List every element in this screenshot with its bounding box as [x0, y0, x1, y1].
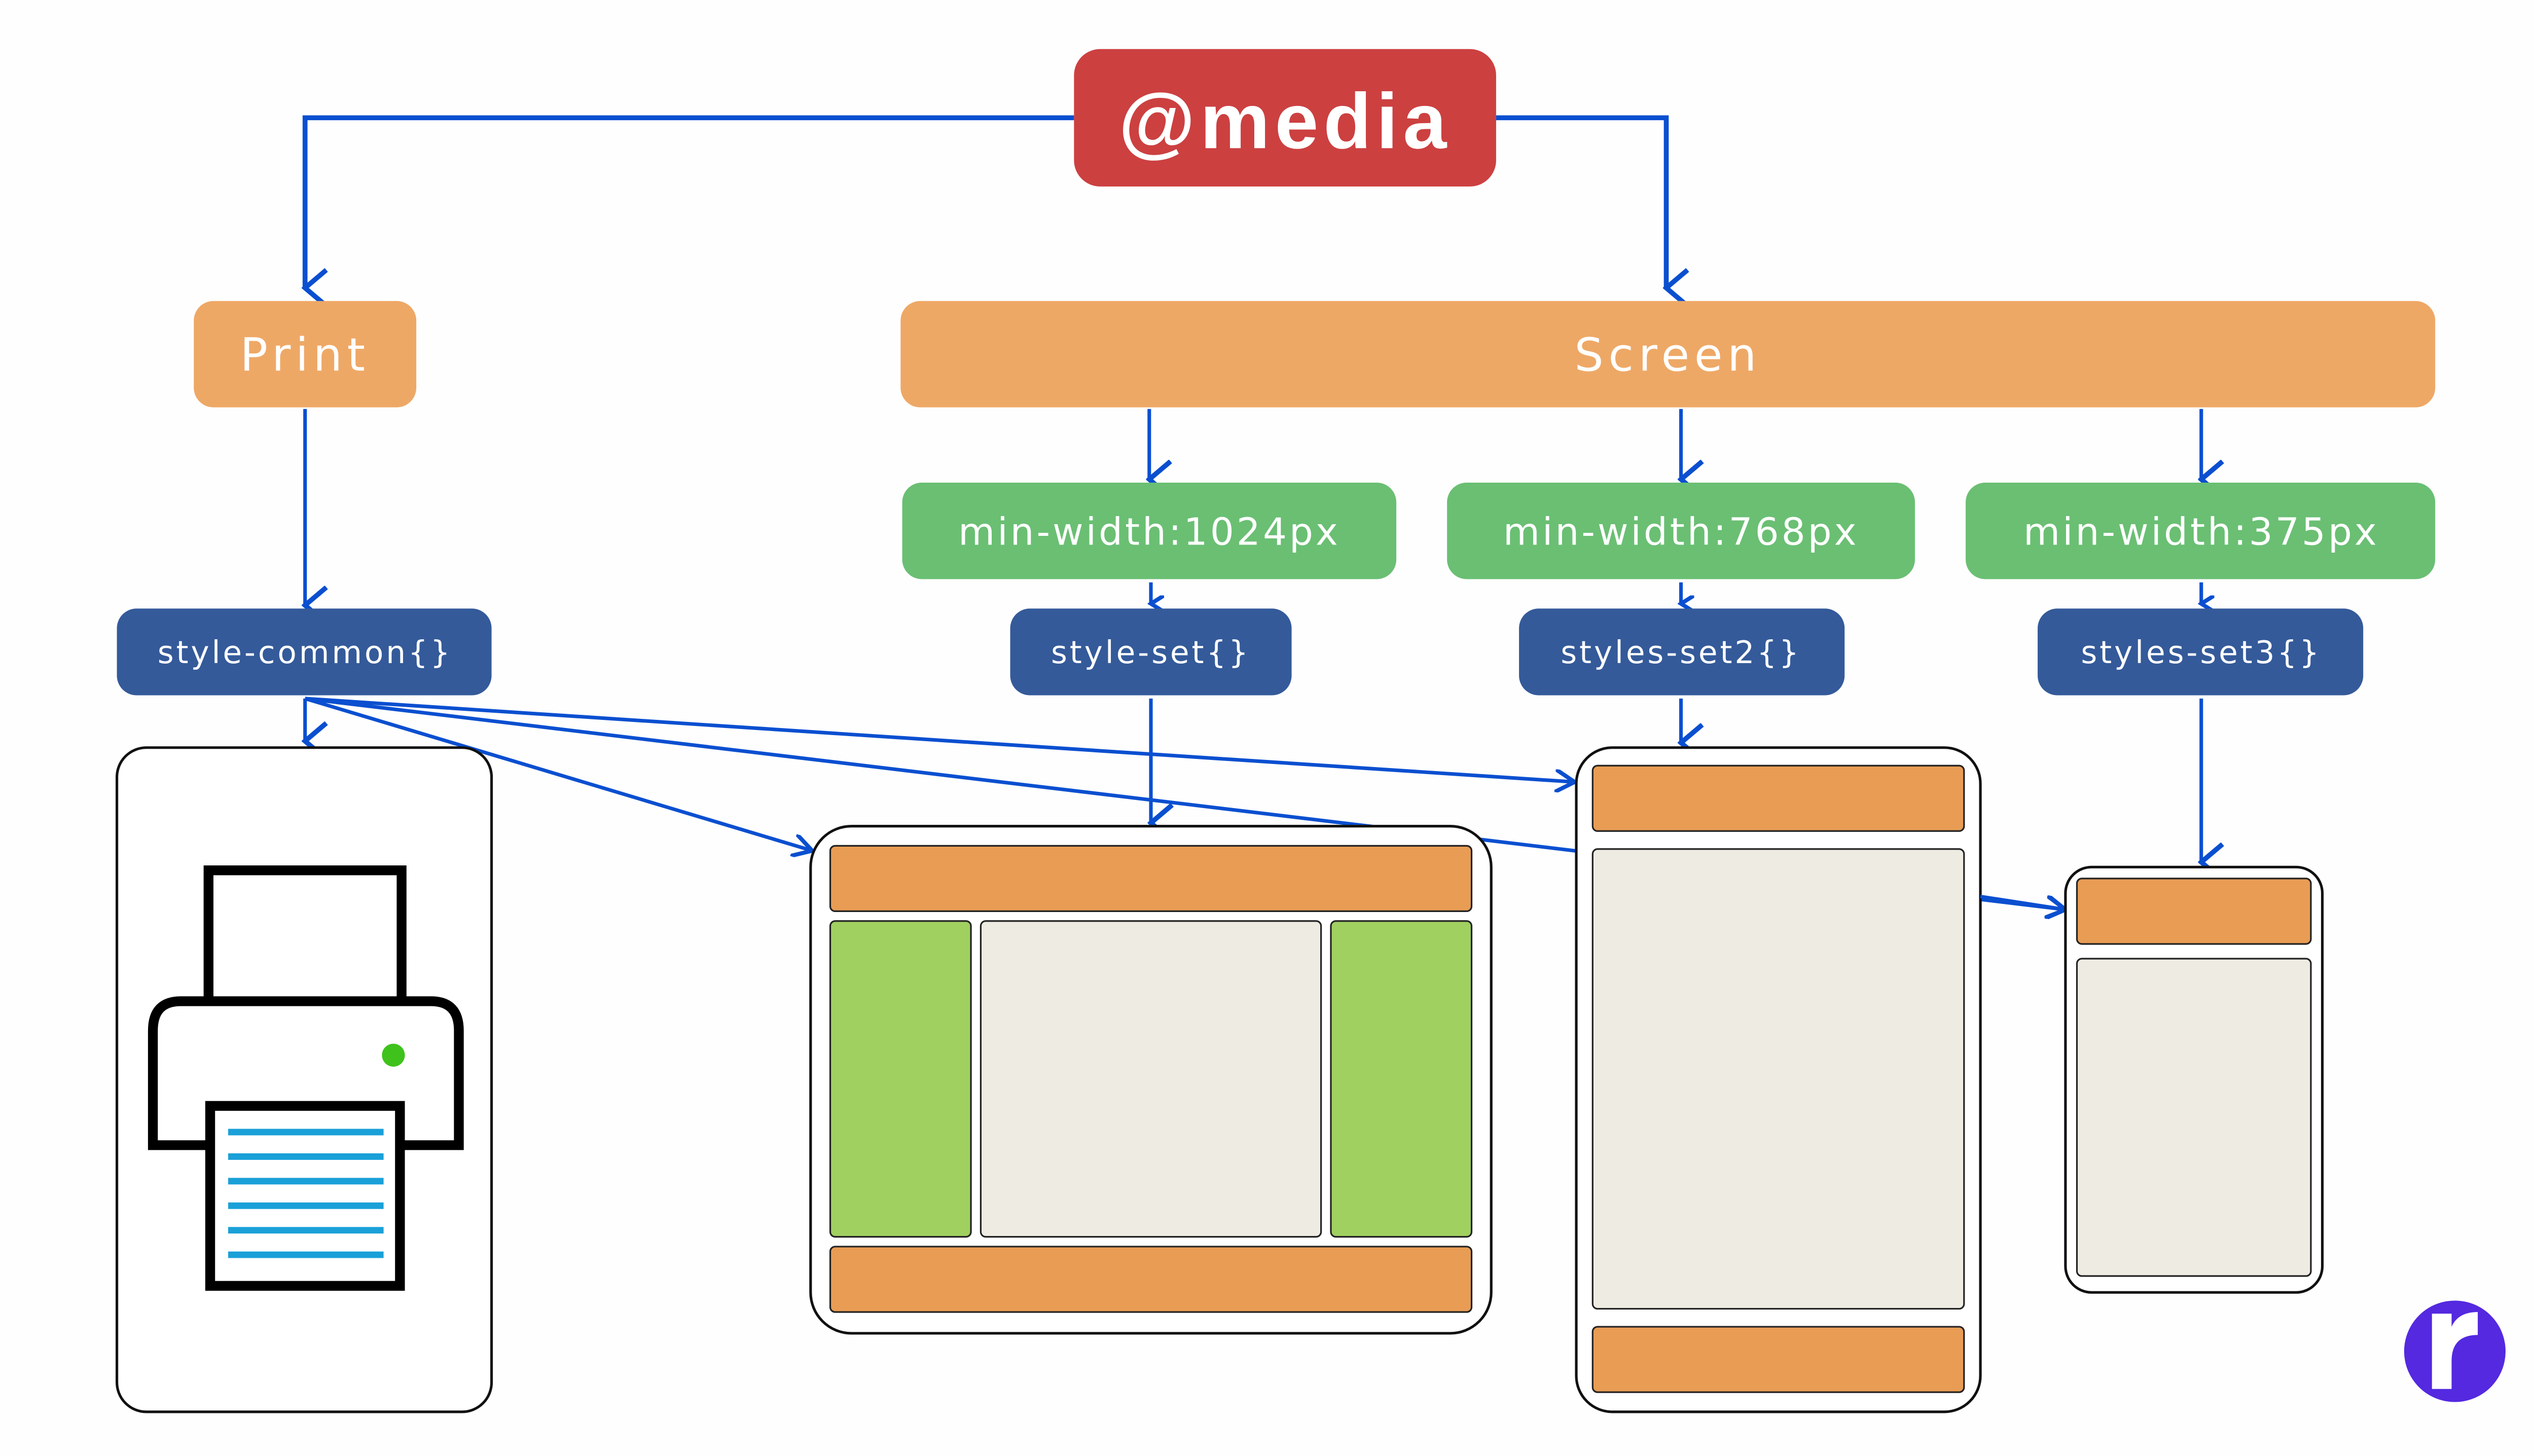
desktop-header: [829, 845, 1473, 913]
tablet-header: [1591, 765, 1965, 832]
style-set-label: style-set{}: [1051, 635, 1251, 671]
style-set-node: style-set{}: [1010, 608, 1292, 696]
printer-icon: [148, 865, 464, 1291]
style-set-label: style-common{}: [158, 635, 453, 671]
phone-header: [2076, 878, 2312, 945]
arrow-common-to-desktop: [304, 697, 812, 851]
style-set-label: styles-set2{}: [1561, 635, 1801, 671]
media-node: @media: [1074, 49, 1496, 187]
print-card: [115, 746, 493, 1413]
breakpoint-label: min-width:1024px: [958, 509, 1341, 554]
style-common-node: style-common{}: [117, 608, 492, 696]
arrow-media-to-print: [305, 115, 1074, 288]
screen-label: Screen: [1574, 329, 1761, 382]
desktop-footer: [829, 1246, 1473, 1313]
tablet-footer: [1591, 1326, 1965, 1393]
breakpoint-label: min-width:375px: [2023, 509, 2379, 554]
phone-main: [2076, 958, 2312, 1277]
screen-node: Screen: [900, 301, 2436, 408]
arrow-common-to-tablet: [305, 697, 1575, 782]
phone-layout: [2064, 865, 2324, 1294]
breakpoint-label: min-width:768px: [1503, 509, 1859, 554]
arrow-common-to-phone-tail: [1980, 894, 2066, 909]
desktop-main: [980, 920, 1322, 1238]
connectors: [304, 115, 2201, 909]
styles-set3-node: styles-set3{}: [2038, 608, 2364, 696]
media-label: @media: [1118, 77, 1452, 165]
breakpoint-768: min-width:768px: [1447, 482, 1915, 579]
print-label: Print: [240, 329, 370, 382]
tablet-layout: [1575, 746, 1982, 1413]
desktop-right-sidebar: [1330, 920, 1473, 1238]
breakpoint-1024: min-width:1024px: [902, 482, 1397, 579]
style-set-label: styles-set3{}: [2081, 635, 2322, 671]
print-node: Print: [194, 301, 417, 408]
breakpoint-375: min-width:375px: [1966, 482, 2436, 579]
desktop-left-sidebar: [829, 920, 972, 1238]
brand-logo: [2404, 1300, 2506, 1402]
styles-set2-node: styles-set2{}: [1519, 608, 1845, 696]
arrow-media-to-screen: [1496, 115, 1667, 288]
tablet-main: [1591, 848, 1965, 1310]
desktop-layout: [809, 825, 1493, 1335]
